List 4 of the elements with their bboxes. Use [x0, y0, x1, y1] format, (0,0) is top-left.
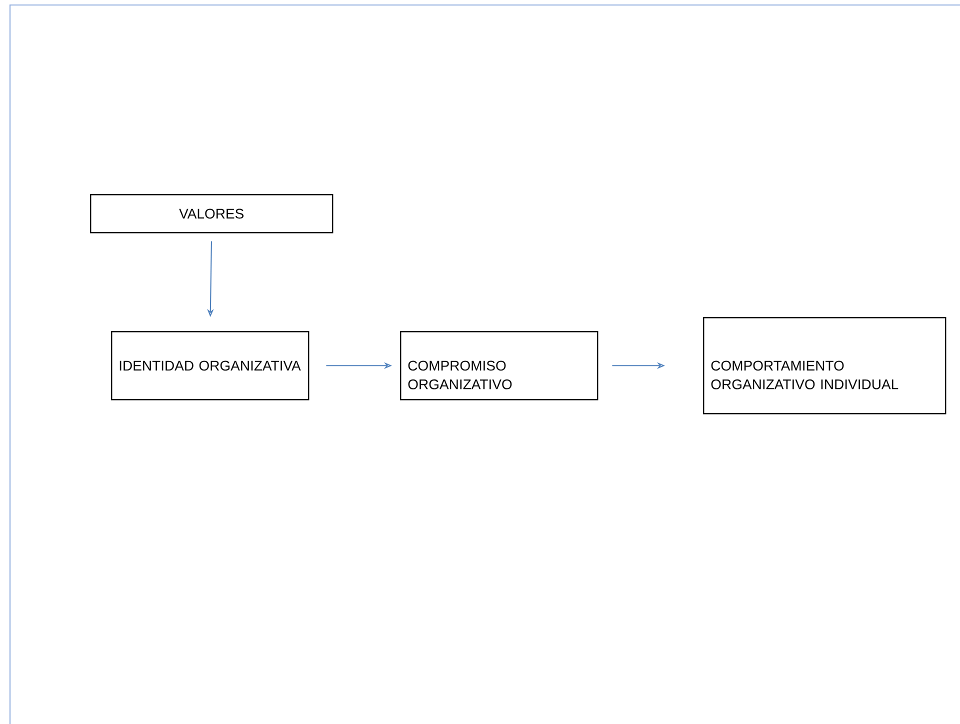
process-box: IDENTIDAD ORGANIZATIVA: [111, 331, 310, 400]
process-box: VALORES: [90, 194, 334, 234]
process-box: COMPROMISO ORGANIZATIVO: [400, 331, 598, 400]
process-box: COMPORTAMIENTO ORGANIZATIVO INDIVIDUAL: [703, 317, 946, 414]
